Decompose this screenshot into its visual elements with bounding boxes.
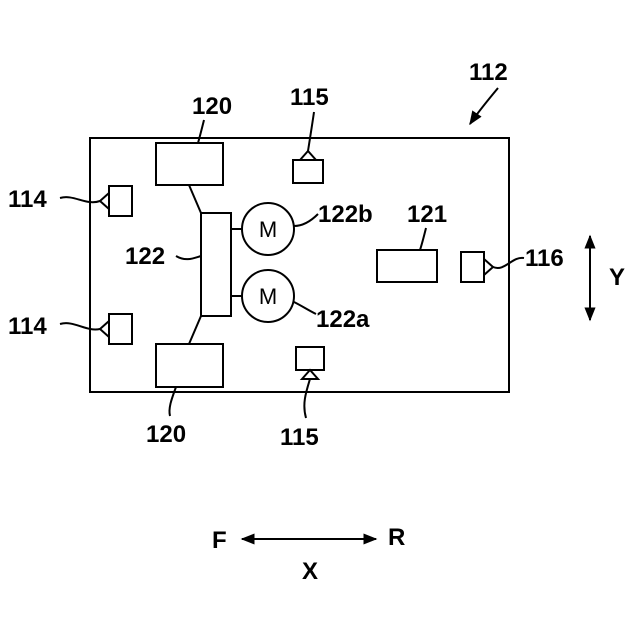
camera-front-top-leader: [60, 197, 100, 202]
steering-link-top: [189, 185, 201, 213]
x-axis-label: X: [302, 558, 318, 585]
vehicle-leader: [470, 88, 498, 124]
x-axis-right-label: R: [388, 524, 405, 551]
camera-front-bottom-label: 114: [8, 313, 47, 340]
steering-leader: [176, 256, 201, 259]
camera-side-top-leader: [308, 112, 314, 151]
camera-front-bottom-leader: [60, 323, 100, 329]
wheel-bottom-label: 120: [146, 421, 186, 448]
motor-b-label: 122b: [318, 201, 373, 228]
vehicle-label: 112: [469, 59, 508, 86]
y-axis-label: Y: [609, 264, 625, 291]
steering-label: 122: [125, 243, 165, 270]
wheel-top-leader: [198, 120, 204, 143]
controller-leader: [420, 228, 426, 250]
steering-link-bottom: [189, 316, 201, 344]
wheel-top-label: 120: [192, 93, 232, 120]
camera-front-top-label: 114: [8, 186, 47, 213]
motor-b-symbol: M: [259, 217, 277, 242]
controller-label: 121: [407, 201, 447, 228]
camera-front-bottom: [100, 314, 132, 344]
camera-side-bottom: [296, 347, 324, 379]
wheel-top: [156, 143, 223, 185]
motor-a-label: 122a: [316, 306, 370, 333]
motor-b-leader: [294, 214, 318, 226]
controller-box: [377, 250, 437, 282]
camera-front-top: [100, 186, 132, 216]
camera-rear-label: 116: [525, 245, 564, 272]
motor-a-symbol: M: [259, 284, 277, 309]
steering-unit: [201, 213, 231, 316]
motor-a-leader: [294, 302, 316, 314]
x-axis-left-label: F: [212, 527, 227, 554]
wheel-bottom: [156, 344, 223, 387]
camera-side-top-label: 115: [290, 84, 329, 111]
camera-rear: [461, 252, 493, 282]
camera-side-bottom-leader: [304, 379, 310, 418]
camera-side-top: [293, 151, 323, 183]
camera-side-bottom-label: 115: [280, 424, 319, 451]
